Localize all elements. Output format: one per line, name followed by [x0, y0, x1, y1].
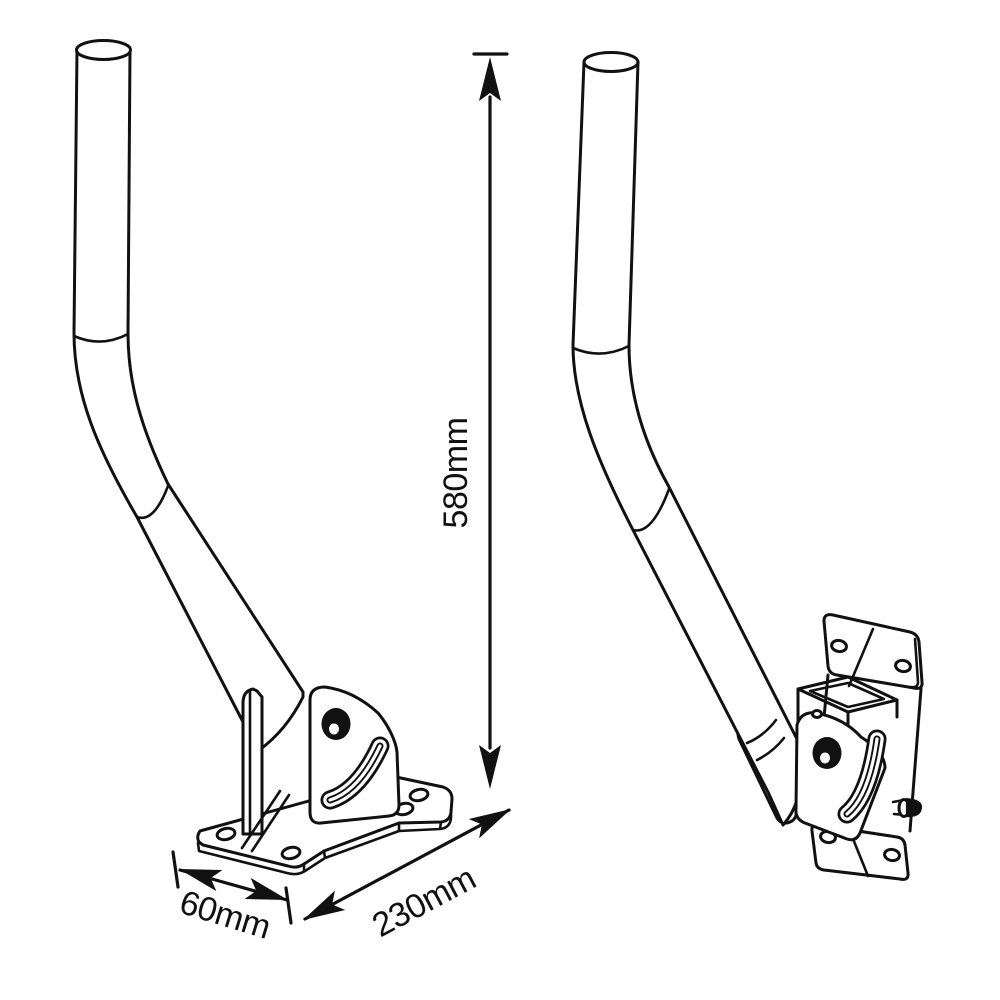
knob-head [906, 798, 923, 818]
arrow-up [479, 57, 501, 101]
pivot-bolt-center [820, 752, 830, 764]
arrow-up-right [468, 809, 511, 839]
wall-hole [883, 847, 901, 863]
channel-opening-inner [808, 681, 886, 709]
channel-wall [241, 687, 264, 836]
tightening-knob [891, 798, 923, 818]
height-dimension-label: 580mm [437, 418, 475, 529]
tube-weld-joint-lines [571, 344, 671, 532]
adjustment-slot [837, 729, 887, 824]
base-length-dimension-label: 230mm [366, 859, 482, 945]
dimension-base-width: 60mm [171, 850, 293, 947]
mounting-hole [280, 845, 302, 861]
mast-tube [571, 60, 804, 827]
tube-top-opening [75, 39, 132, 61]
mast-tube [72, 48, 305, 753]
figure-wall-mount [571, 51, 924, 881]
tube-top-opening [582, 51, 640, 73]
mounting-hole [215, 826, 237, 842]
arrow-right [244, 877, 288, 900]
tube-weld-joint-lines [72, 332, 170, 520]
base-plate-thickness-edge [196, 809, 453, 876]
dimension-line [303, 808, 511, 921]
slot-cutout [845, 737, 879, 816]
pivot-top-bolt [811, 709, 823, 719]
wall-hole [830, 638, 848, 654]
gusset-brace [240, 789, 291, 853]
dimension-tick-right [284, 886, 293, 925]
figure-base-mount [72, 39, 454, 876]
pivot-bolt-center [329, 723, 339, 735]
mounting-hole [408, 787, 430, 803]
dimension-height: 580mm [437, 52, 509, 789]
adjustment-slot [320, 736, 390, 810]
wall-flange-top-thickness [909, 637, 920, 689]
wall-flange-top-crease [847, 627, 875, 688]
arrow-down-left [303, 890, 346, 920]
arrow-down [479, 745, 501, 789]
dimension-tick-left [171, 850, 180, 889]
slot-cutout [328, 744, 382, 802]
wall-hole [894, 658, 912, 674]
arrow-left [179, 869, 223, 892]
clamp-front-lip [745, 718, 786, 762]
